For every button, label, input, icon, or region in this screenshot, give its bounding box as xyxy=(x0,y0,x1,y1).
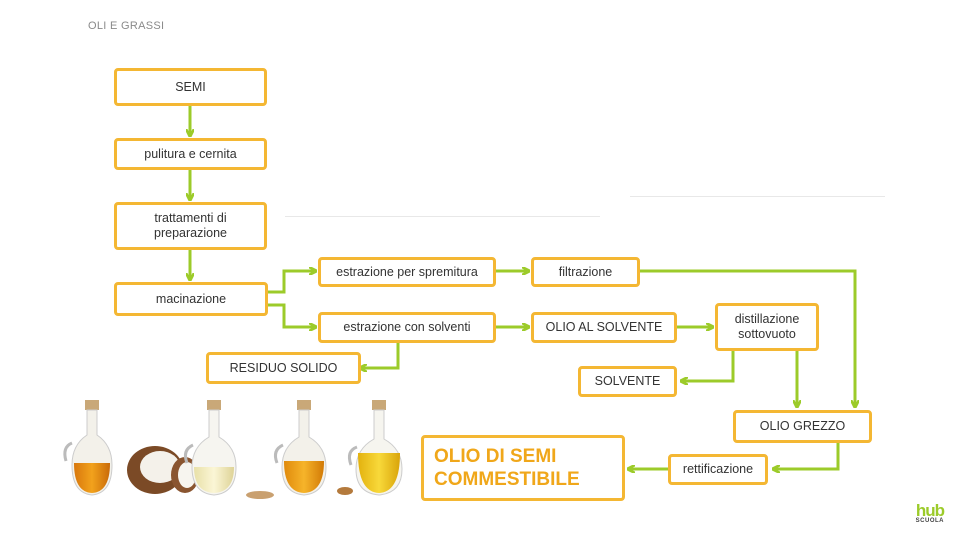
box-olio-al-solvente: OLIO AL SOLVENTE xyxy=(531,312,677,343)
oil-bottles-image xyxy=(60,395,410,505)
box-rettificazione: rettificazione xyxy=(668,454,768,485)
box-estrazione-spremitura: estrazione per spremitura xyxy=(318,257,496,287)
hub-scuola-logo: hub SCUOLA xyxy=(916,503,944,524)
box-olio-di-semi-commestibile: OLIO DI SEMI COMMESTIBILE xyxy=(421,435,625,501)
arrow-solventi-residuo xyxy=(362,343,398,368)
bottle-1 xyxy=(65,400,112,495)
arrow-distillazione-solvente xyxy=(683,351,733,381)
bottle-4 xyxy=(349,400,402,495)
box-residuo-solido: RESIDUO SOLIDO xyxy=(206,352,361,384)
box-pulitura-cernita: pulitura e cernita xyxy=(114,138,267,170)
box-olio-grezzo: OLIO GREZZO xyxy=(733,410,872,443)
logo-sub: SCUOLA xyxy=(916,518,944,524)
box-trattamenti: trattamenti di preparazione xyxy=(114,202,267,250)
box-estrazione-solventi: estrazione con solventi xyxy=(318,312,496,343)
box-distillazione: distillazione sottovuoto xyxy=(715,303,819,351)
bottle-3 xyxy=(275,400,326,495)
box-macinazione: macinazione xyxy=(114,282,268,316)
arrow-macinazione-spremitura xyxy=(268,271,314,292)
box-semi: SEMI xyxy=(114,68,267,106)
box-solvente: SOLVENTE xyxy=(578,366,677,397)
coconut xyxy=(127,446,199,494)
logo-mark: hub xyxy=(916,503,944,518)
box-filtrazione: filtrazione xyxy=(531,257,640,287)
arrow-olio-grezzo-rettificazione xyxy=(775,443,838,469)
arrow-macinazione-solventi xyxy=(268,305,314,327)
